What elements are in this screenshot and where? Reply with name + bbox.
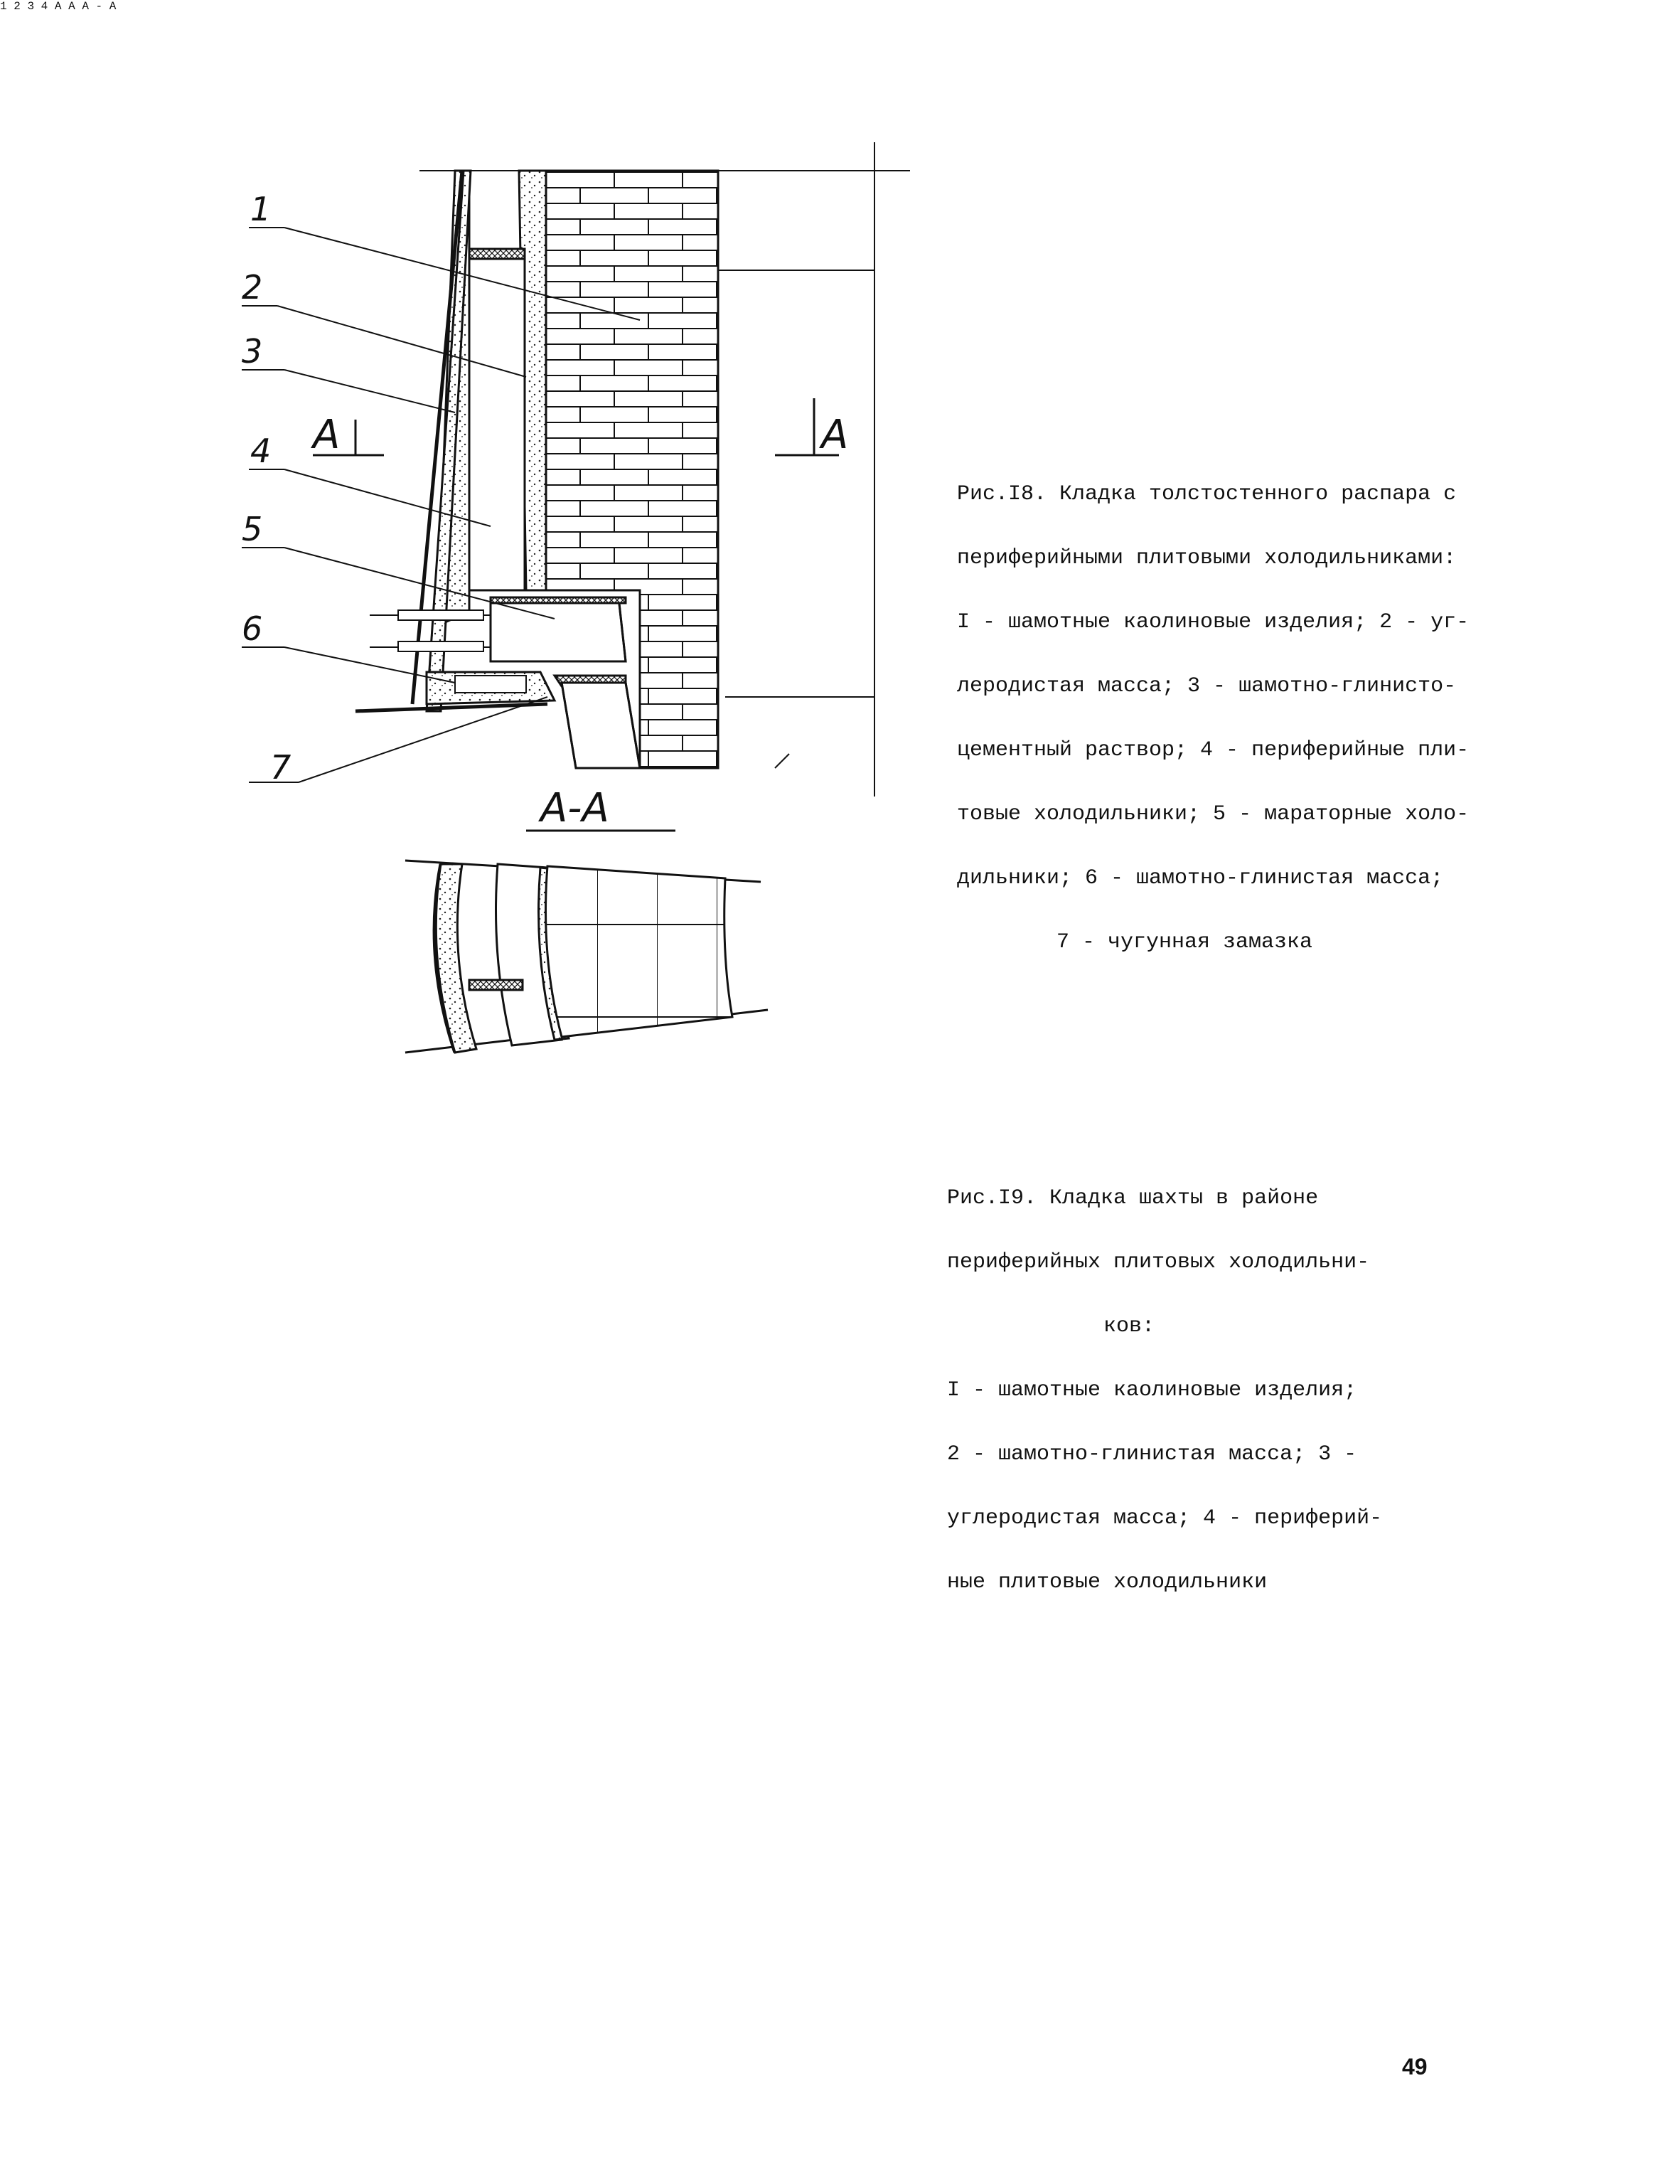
caption-line: ков: <box>1103 1314 1155 1338</box>
section-mark-a-left: A <box>54 0 62 13</box>
figure-18-leaders <box>242 227 641 783</box>
callout-2: 2 <box>14 0 21 13</box>
section-mark-a-left: A <box>311 412 340 458</box>
section-mark-a-right: A <box>68 0 75 13</box>
caption-line: Рис.I9. Кладка шахты в районе <box>947 1186 1319 1210</box>
caption-line: леродистая масса; 3 - шамотно-глинисто- <box>957 674 1457 698</box>
callout-4: 4 <box>250 432 271 470</box>
caption-line: периферийных плитовых холодильни- <box>947 1250 1370 1274</box>
figure-18-section-marks <box>313 398 839 457</box>
caption-line: I - шамотные каолиновые изделия; 2 - уг- <box>957 610 1470 634</box>
figure-19-callout-labels: 1 2 3 4 <box>0 0 55 13</box>
caption-line: товые холодильники; 5 - маратoрные холо- <box>957 802 1470 826</box>
figure-18-callout-labels: 1 2 3 4 5 6 7 <box>242 190 291 787</box>
section-title: A - A <box>82 0 117 13</box>
callout-1: 1 <box>0 0 7 13</box>
callout-4: 4 <box>41 0 48 13</box>
callout-6: 6 <box>242 609 262 648</box>
callout-3: 3 <box>242 332 262 371</box>
caption-line: Рис.I8. Кладка толстостенного распара с <box>957 482 1457 506</box>
callout-5: 5 <box>242 510 262 548</box>
caption-line: 2 - шамотно-глинистая масса; 3 - <box>947 1442 1357 1466</box>
caption-line: 7 - чугунная замазка <box>1056 930 1313 954</box>
section-title: A-A <box>538 785 609 831</box>
figure-18-section-view <box>405 859 769 1054</box>
caption-line: ные плитовые холодильники <box>947 1570 1268 1594</box>
figure-19-caption: Рис.I9. Кладка шахты в районе периферийн… <box>947 1145 1382 1614</box>
callout-2: 2 <box>242 268 262 307</box>
caption-line: цементный раствор; 4 - периферийные пли- <box>957 738 1470 762</box>
callout-3: 3 <box>27 0 35 13</box>
section-mark-a-right: A <box>819 412 848 458</box>
page-number: 49 <box>1402 2054 1428 2079</box>
caption-line: I - шамотные каолиновые изделия; <box>947 1378 1357 1402</box>
callout-1: 1 <box>250 190 271 228</box>
figure-18-caption: Рис.I8. Кладка толстостенного распара с … <box>957 441 1469 974</box>
callout-7: 7 <box>270 748 291 787</box>
caption-line: углеродистая масса; 4 - периферий- <box>947 1506 1383 1530</box>
caption-line: дильники; 6 - шамотно-глинистая масса; <box>957 866 1444 890</box>
figure-18-elevation <box>355 142 910 797</box>
caption-line: периферийными плитовыми холодильниками: <box>957 546 1457 570</box>
